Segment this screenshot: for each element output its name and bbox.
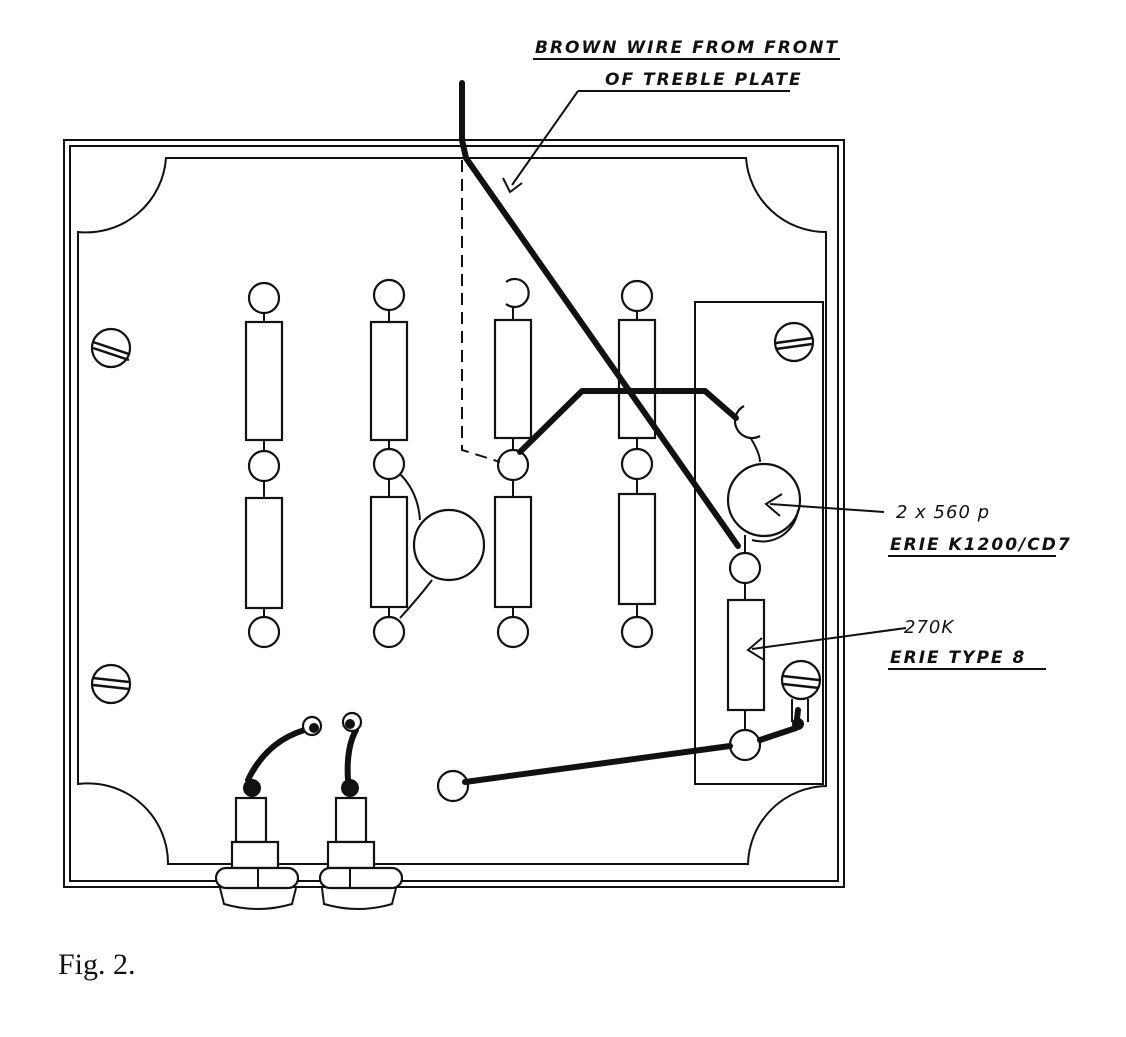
terminal-left [214, 715, 323, 910]
screw-right-bottom [780, 659, 822, 722]
capacitor-pair [726, 405, 802, 585]
screw-right-top [773, 321, 815, 363]
label-capacitor-type: ERIE K1200/CD7 [890, 535, 1072, 555]
pad-isolated [436, 769, 470, 803]
label-resistor-value: 270K [904, 617, 954, 638]
resistor-column-2 [369, 278, 486, 649]
jumper-wire-top [517, 388, 739, 455]
resistor-column-1 [244, 281, 284, 649]
resistor-column-3 [493, 277, 533, 649]
sub-panel [694, 301, 824, 785]
resistor-270k [726, 583, 766, 762]
resistor-column-4 [617, 279, 657, 649]
screw-left-bottom [90, 663, 132, 705]
label-resistor-type: ERIE TYPE 8 [890, 648, 1026, 668]
figure-caption: Fig. 2. [58, 948, 136, 981]
label-brown-wire-line2: OF TREBLE PLATE [605, 70, 803, 90]
terminal-right [318, 711, 404, 910]
enclosure-box [63, 139, 845, 888]
label-capacitor-value: 2 x 560 p [896, 502, 990, 523]
brown-wire [459, 80, 741, 549]
label-brown-wire-line1: BROWN WIRE FROM FRONT [535, 38, 839, 58]
annotation-leaders [502, 58, 1056, 670]
screw-left-top [90, 327, 132, 369]
